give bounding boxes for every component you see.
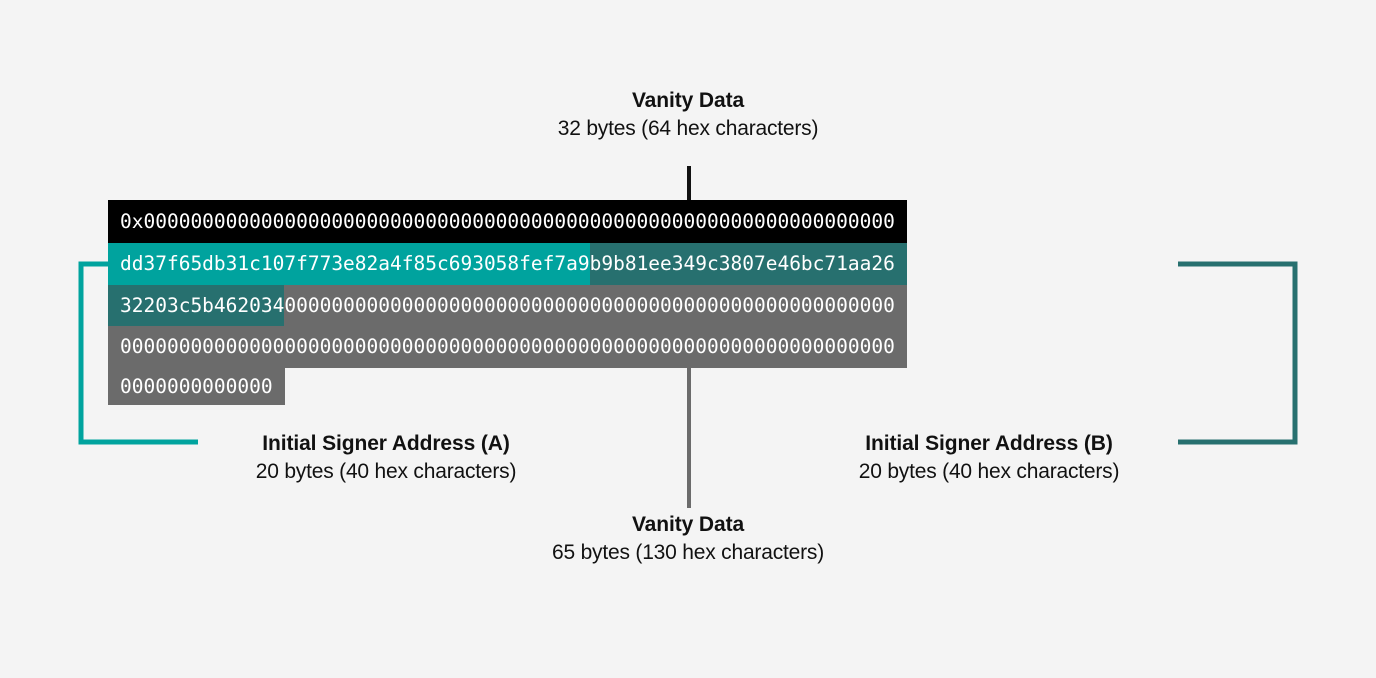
hex-segment-signer-b-part2: 32203c5b462034 [108,285,285,326]
vanity-data-bottom-label: Vanity Data 65 bytes (130 hex characters… [388,512,988,568]
hex-segment-padding-2: 0000000000000000000000000000000000000000… [108,326,907,368]
vanity-data-top-label: Vanity Data 32 bytes (64 hex characters) [388,88,988,144]
hex-row: 0000000000000000000000000000000000000000… [108,326,1268,368]
hex-row: 32203c5b462034 0000000000000000000000000… [108,285,1268,326]
hex-row: 0000000000000 [108,368,1268,405]
vanity-data-bottom-connector-line [687,368,691,508]
hex-segment-signer-a: dd37f65db31c107f773e82a4f85c693058fef7a9 [108,243,590,285]
hex-row: dd37f65db31c107f773e82a4f85c693058fef7a9… [108,243,1268,285]
signer-b-title: Initial Signer Address (B) [865,432,1113,455]
signer-b-subtitle: 20 bytes (40 hex characters) [858,460,1120,483]
signer-a-subtitle: 20 bytes (40 hex characters) [255,460,517,483]
signer-b-label: Initial Signer Address (B) 20 bytes (40 … [689,431,1289,487]
hex-row: 0x00000000000000000000000000000000000000… [108,200,1268,243]
vanity-data-bottom-title: Vanity Data [631,513,745,536]
hex-segment-padding-1: 0000000000000000000000000000000000000000… [284,285,907,326]
signer-b-bracket [1178,261,1298,445]
hex-segment-padding-3: 0000000000000 [108,368,285,405]
vanity-data-top-subtitle: 32 bytes (64 hex characters) [557,117,819,140]
hex-segment-signer-b-part1: b9b81ee349c3807e46bc71aa26 [589,243,907,285]
hex-segment-vanity-prefix: 0x00000000000000000000000000000000000000… [108,200,907,243]
vanity-data-top-connector-line [687,166,691,200]
vanity-data-top-title: Vanity Data [631,89,745,112]
signer-a-title: Initial Signer Address (A) [262,432,510,455]
signer-a-label: Initial Signer Address (A) 20 bytes (40 … [86,431,686,487]
vanity-data-bottom-subtitle: 65 bytes (130 hex characters) [551,541,824,564]
hex-data-block: 0x00000000000000000000000000000000000000… [108,200,1268,405]
